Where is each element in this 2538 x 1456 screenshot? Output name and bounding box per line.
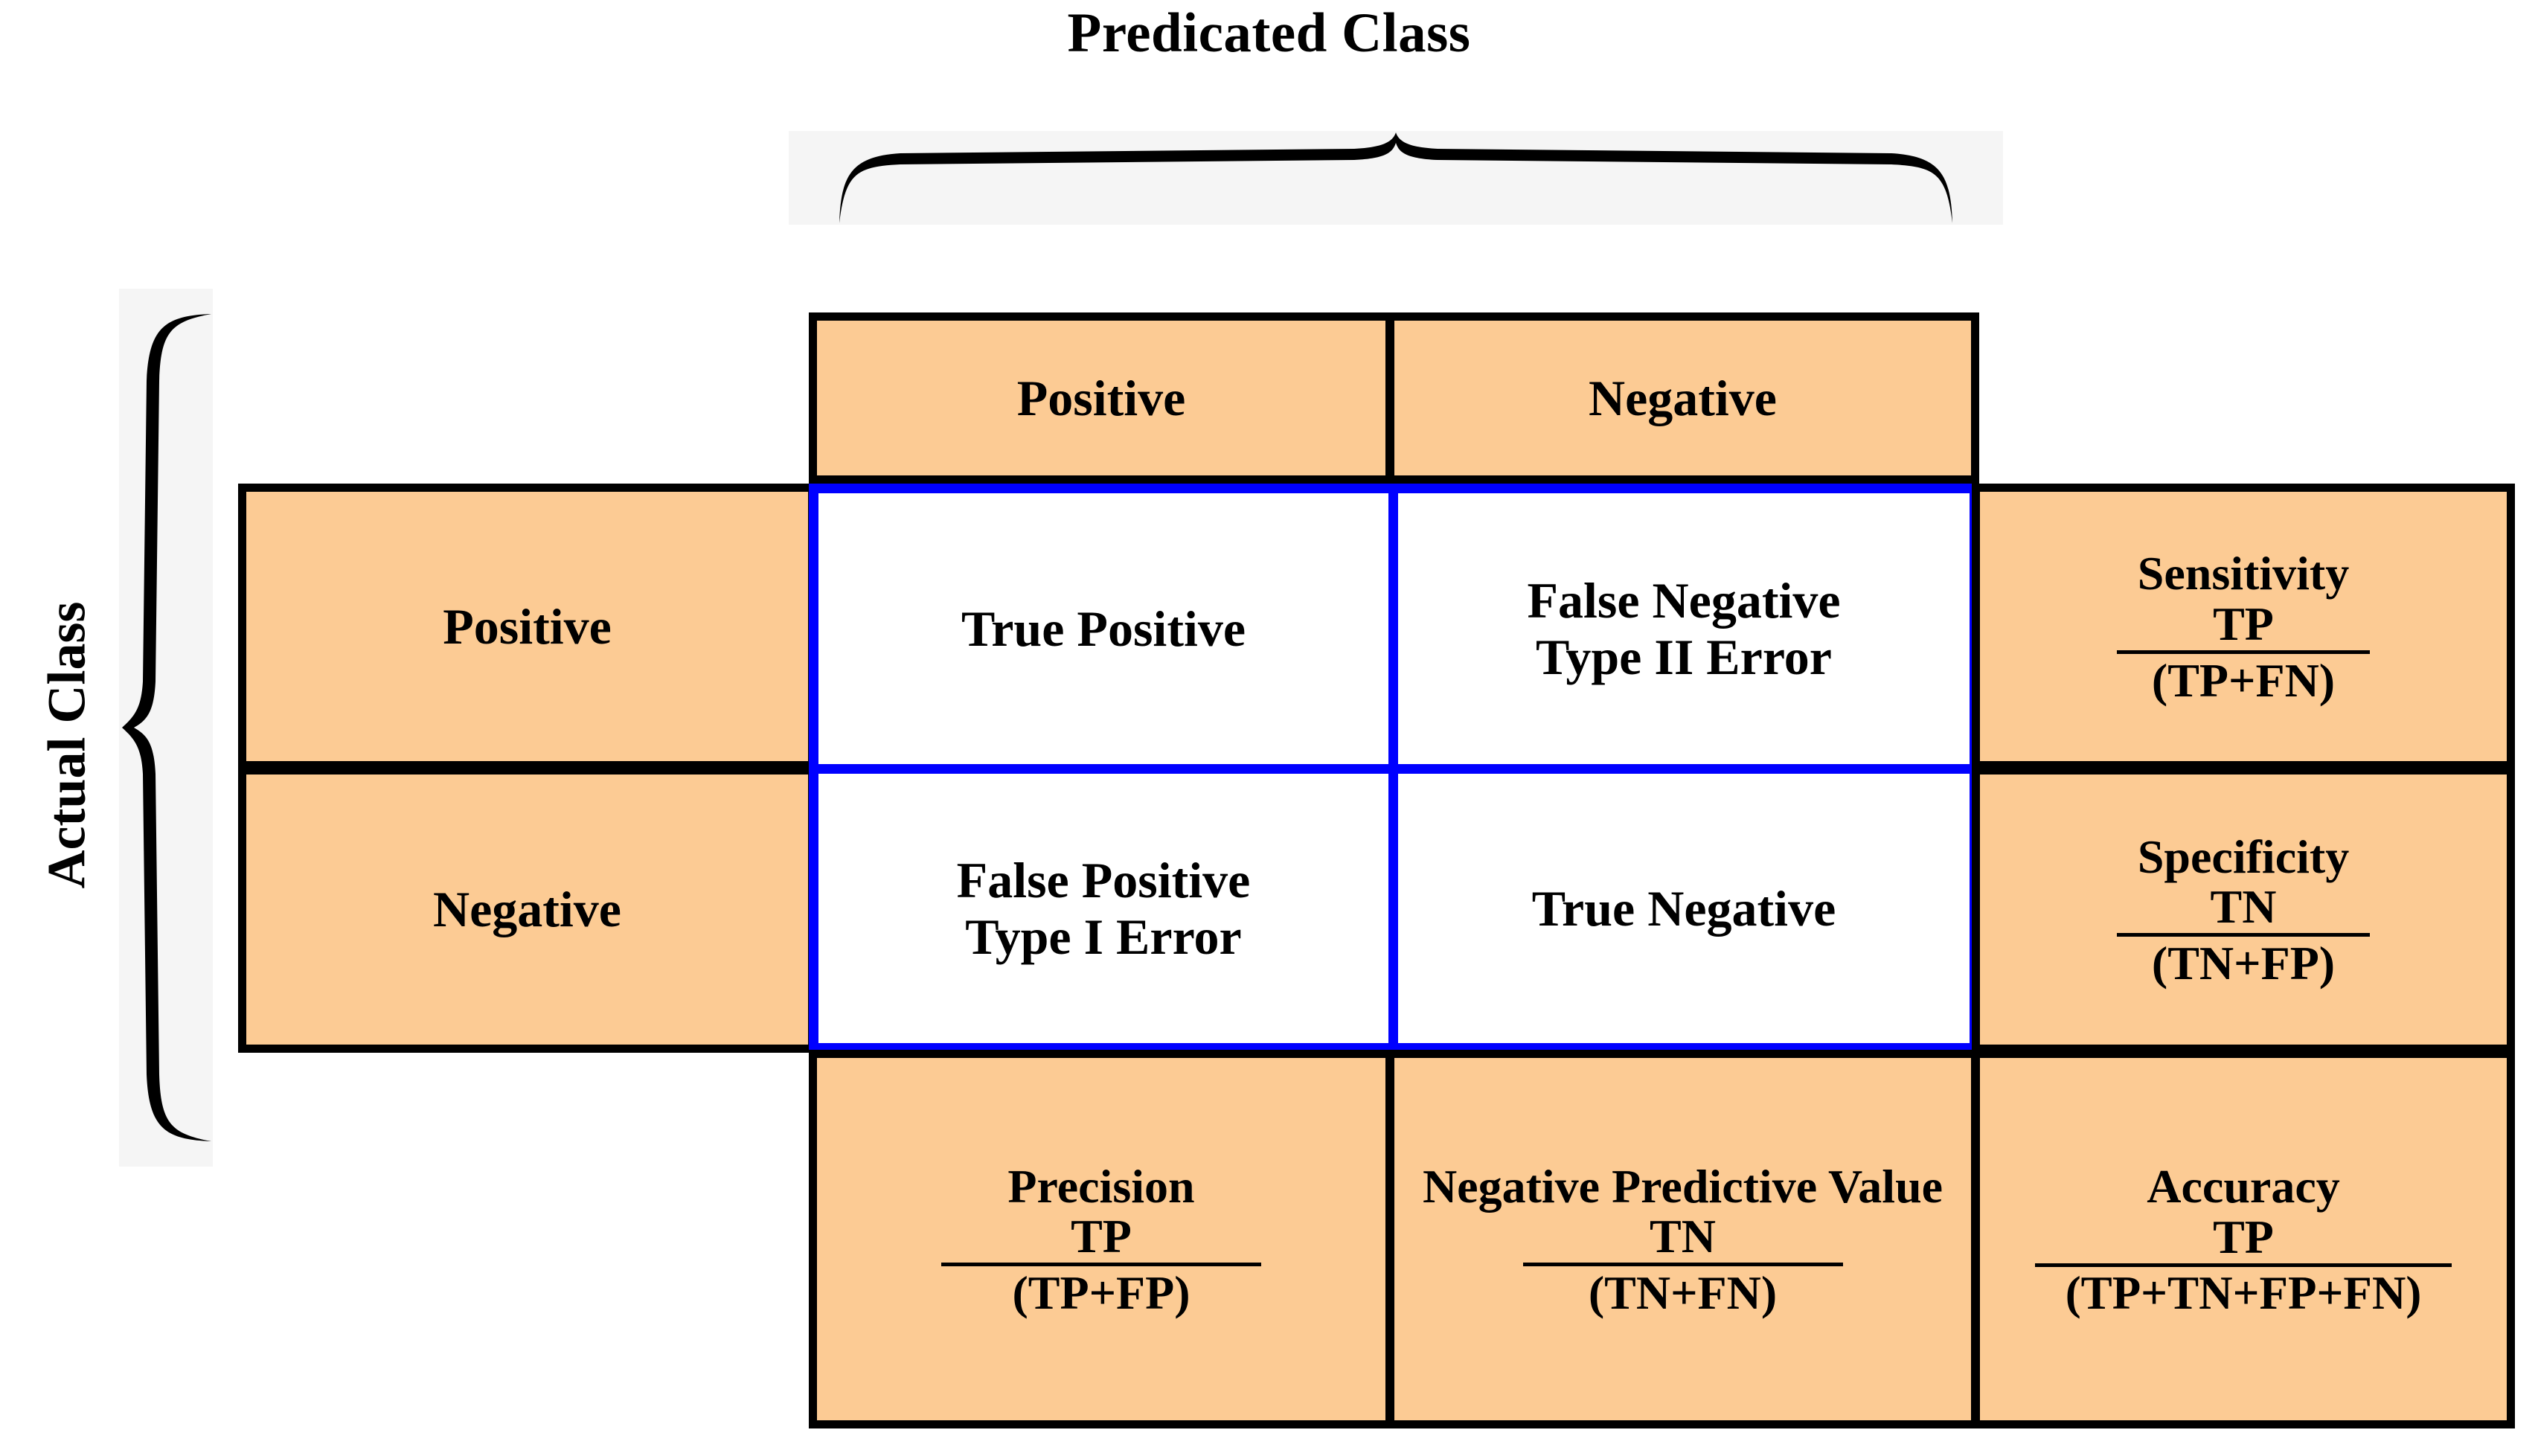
- row-label-actual-positive: Positive: [238, 484, 816, 769]
- cell-label-line2: Type II Error: [1536, 629, 1832, 685]
- metric-formula: TP (TP+FN): [2117, 600, 2370, 705]
- formula-numerator: TP: [2213, 1210, 2274, 1263]
- confusion-matrix-horizontal-divider: [809, 764, 1979, 774]
- formula-numerator: TN: [2210, 880, 2277, 934]
- metric-name: Specificity: [2137, 830, 2350, 883]
- metric-name: Accuracy: [2147, 1160, 2340, 1213]
- metric-cell-specificity: Specificity TN (TN+FP): [1972, 766, 2515, 1053]
- formula-denominator: (TP+TN+FP+FN): [2065, 1266, 2422, 1319]
- metric-formula: TN (TN+FP): [2117, 883, 2370, 987]
- left-curly-brace-icon: [122, 314, 211, 1141]
- row-label: Positive: [443, 597, 612, 655]
- matrix-cell-false-positive: False Positive Type I Error: [818, 774, 1388, 1043]
- metric-cell-precision: Precision TP (TP+FP): [809, 1050, 1394, 1428]
- metric-name: Negative Predictive Value: [1422, 1159, 1943, 1213]
- cell-label: True Negative: [1531, 879, 1836, 937]
- formula-denominator: (TP+FN): [2151, 653, 2336, 707]
- metric-formula: TP (TP+TN+FP+FN): [2035, 1213, 2452, 1317]
- fraction-bar: [2035, 1263, 2452, 1267]
- fraction-bar: [1522, 1263, 1843, 1267]
- metric-name: Precision: [1007, 1159, 1195, 1213]
- top-brace-background: [789, 131, 2003, 225]
- top-curly-brace-icon: [839, 132, 1952, 223]
- fraction-bar: [2117, 650, 2370, 654]
- cell-label-line1: False Positive: [956, 851, 1251, 908]
- formula-numerator: TN: [1650, 1210, 1716, 1263]
- header-cell-predicted-negative: Negative: [1386, 312, 1979, 484]
- formula-denominator: (TN+FP): [2151, 937, 2336, 990]
- header-cell-predicted-positive: Positive: [809, 312, 1394, 484]
- cell-label: True Positive: [961, 600, 1246, 657]
- metric-cell-sensitivity: Sensitivity TP (TP+FN): [1972, 484, 2515, 769]
- fraction-bar: [941, 1263, 1261, 1267]
- page-title-predicated-class: Predicated Class: [1067, 2, 1471, 64]
- cell-label-line2: Type I Error: [965, 908, 1242, 965]
- metric-name: Sensitivity: [2137, 547, 2350, 600]
- metric-cell-negative-predictive-value: Negative Predictive Value TN (TN+FN): [1386, 1050, 1979, 1428]
- fraction-bar: [2117, 933, 2370, 937]
- metric-formula: TP (TP+FP): [941, 1213, 1261, 1317]
- metric-cell-accuracy: Accuracy TP (TP+TN+FP+FN): [1972, 1050, 2515, 1428]
- left-brace-background: [119, 289, 213, 1167]
- matrix-cell-true-negative: True Negative: [1398, 774, 1970, 1043]
- matrix-cell-false-negative: False Negative Type II Error: [1398, 493, 1970, 764]
- page-title-actual-class: Actual Class: [36, 601, 97, 889]
- formula-denominator: (TP+FP): [1012, 1266, 1191, 1320]
- row-label-actual-negative: Negative: [238, 766, 816, 1053]
- formula-denominator: (TN+FN): [1588, 1266, 1778, 1320]
- formula-numerator: TP: [1071, 1210, 1132, 1263]
- header-label: Positive: [1016, 369, 1186, 426]
- metric-formula: TN (TN+FN): [1522, 1210, 1843, 1320]
- header-label: Negative: [1588, 369, 1777, 426]
- cell-label-line1: False Negative: [1527, 571, 1841, 629]
- matrix-cell-true-positive: True Positive: [818, 493, 1388, 764]
- formula-numerator: TP: [2213, 597, 2274, 650]
- row-label: Negative: [432, 881, 621, 937]
